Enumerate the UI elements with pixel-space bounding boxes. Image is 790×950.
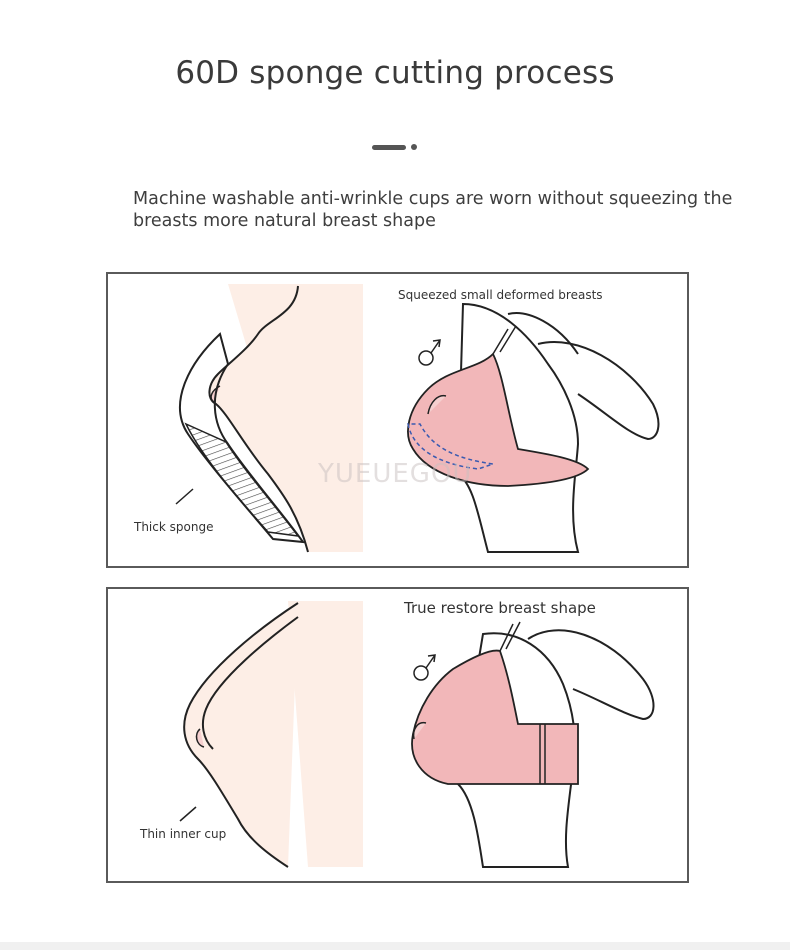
- thick-sponge-label: Thick sponge: [134, 520, 214, 534]
- divider-dot: [411, 144, 417, 150]
- comparison-panel-thin-cup: Thin inner cup True restore breast shape: [106, 587, 689, 883]
- thin-inner-cup-label: Thin inner cup: [140, 827, 227, 841]
- squeezed-breasts-label: Squeezed small deformed breasts: [398, 288, 603, 302]
- comparison-panel-thick-sponge: YUEUEGOU Thick sponge Squeezed small def…: [106, 272, 689, 568]
- watermark-text: YUEUEGOU: [318, 459, 473, 489]
- footer-bar: [0, 942, 790, 950]
- thin-cup-illustration: [179, 601, 655, 868]
- male-arrow-icon: [413, 654, 436, 681]
- page-title: 60D sponge cutting process: [175, 55, 615, 91]
- male-arrow-icon: [418, 339, 441, 366]
- true-restore-label: True restore breast shape: [404, 599, 596, 617]
- thick-sponge-illustration: [175, 284, 660, 553]
- subtitle: Machine washable anti-wrinkle cups are w…: [133, 189, 733, 231]
- divider-dash: [372, 145, 406, 150]
